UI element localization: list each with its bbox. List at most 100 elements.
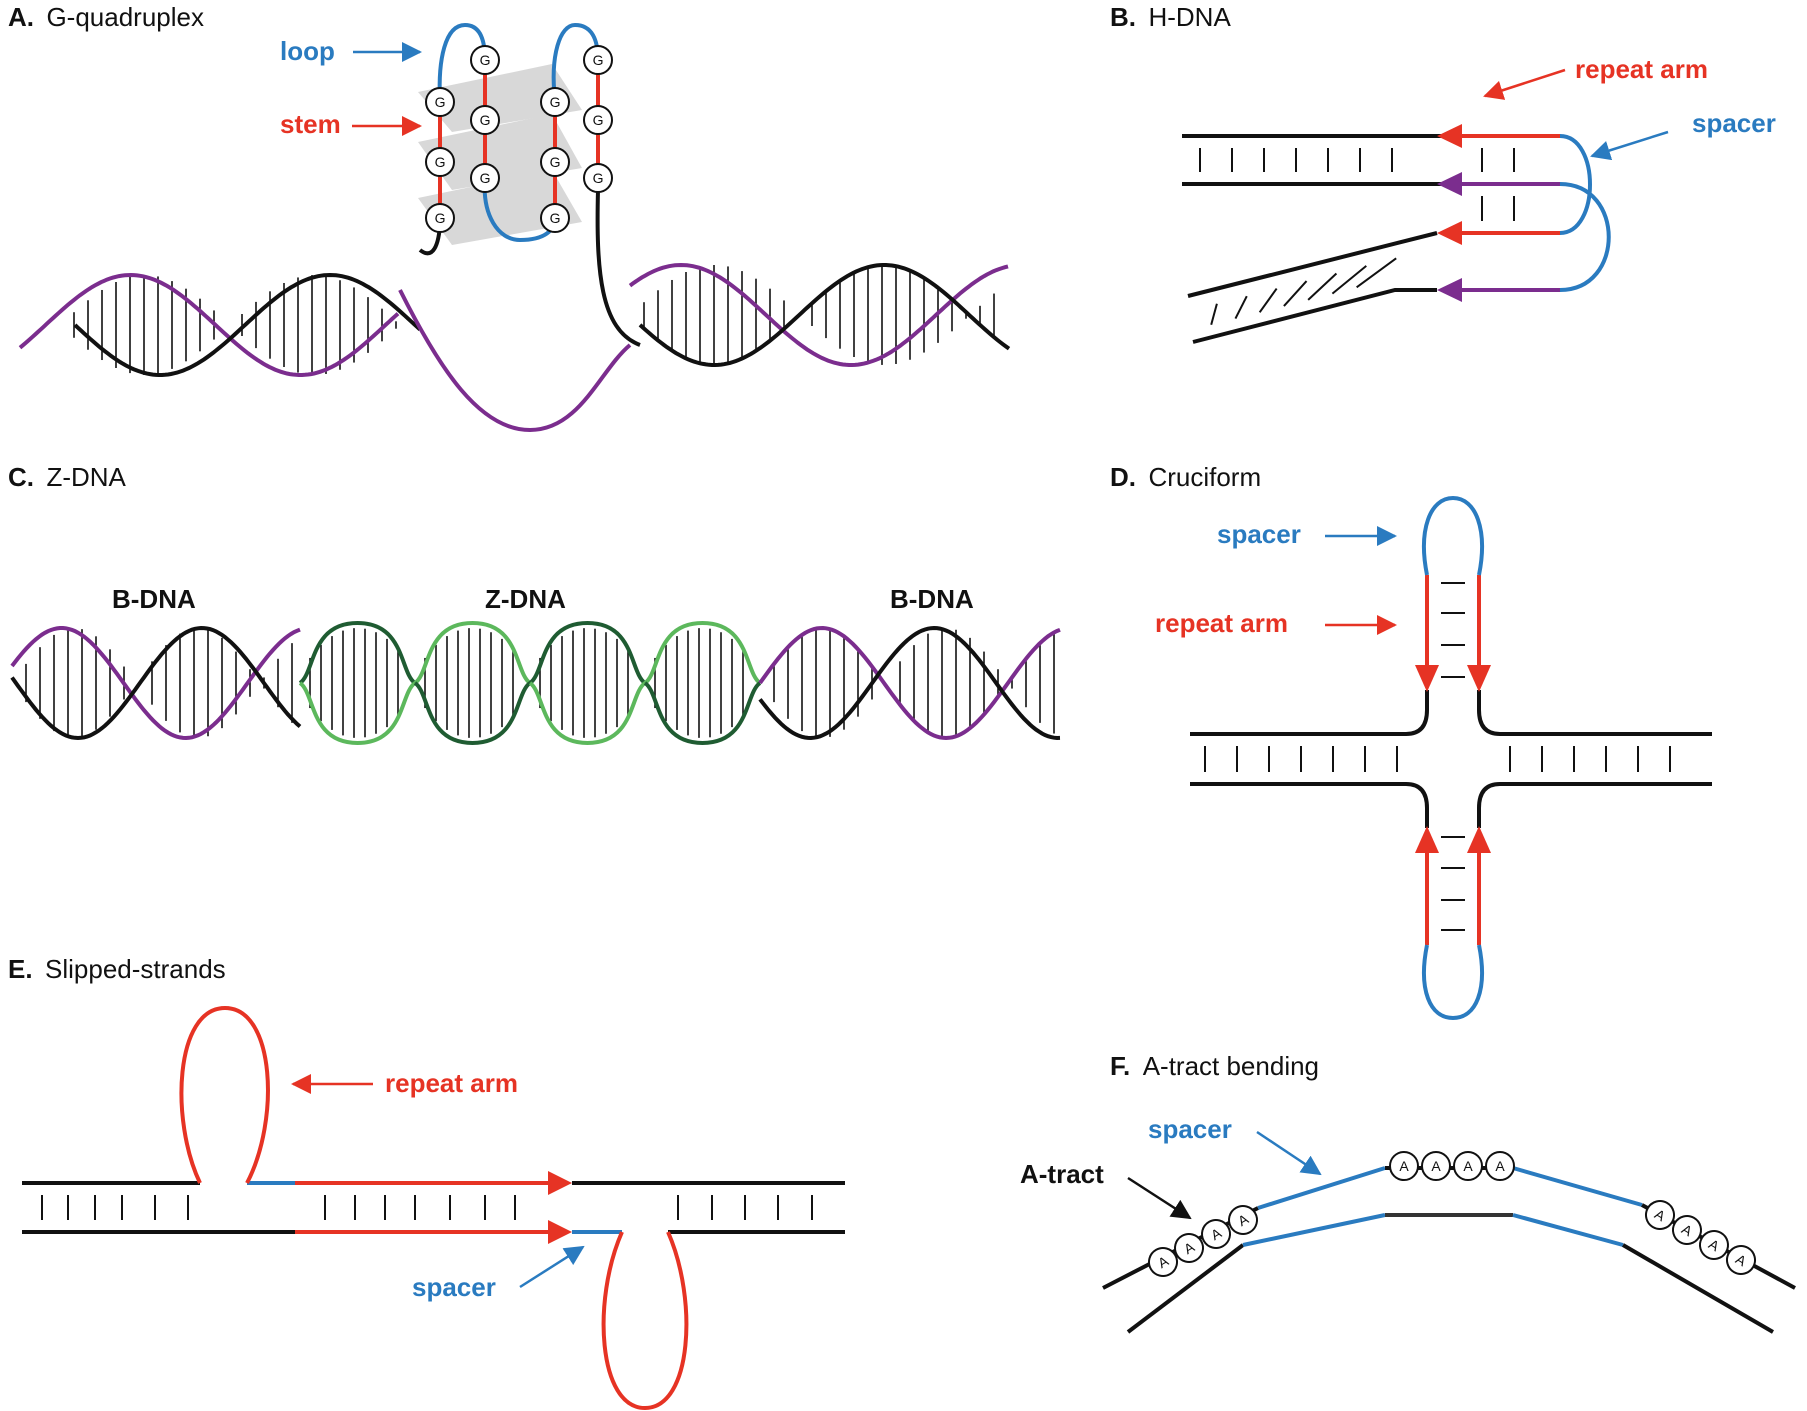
svg-text:G: G	[593, 170, 604, 186]
hdna-red-arrowhead-top	[1437, 124, 1462, 148]
panel-b-h-dna: B. H-DNA repeat arm spacer	[1110, 2, 1776, 344]
cruciform-bottom-spacer	[1422, 944, 1484, 1021]
panel-c-letter: C.	[8, 462, 34, 492]
svg-text:G: G	[550, 94, 561, 110]
atract-label: A-tract	[1020, 1159, 1104, 1189]
nucleotide-circle: G	[540, 203, 570, 233]
nucleotide-circle: A	[1726, 1245, 1756, 1275]
svg-text:A. G-quadruplex: A. G-quadruplex	[8, 2, 204, 32]
bdna-left-label: B-DNA	[112, 584, 196, 614]
helix-strand-black-right	[638, 263, 1011, 367]
atract-arrow	[1127, 1176, 1192, 1220]
bdna-right-label: B-DNA	[890, 584, 974, 614]
svg-text:G: G	[593, 52, 604, 68]
hdna-spacer-b	[1559, 182, 1611, 292]
svg-text:A: A	[1431, 1158, 1441, 1174]
svg-text:G: G	[550, 210, 561, 226]
panel-d-title: Cruciform	[1148, 462, 1261, 492]
hdna-purple-arrowhead-top	[1437, 172, 1462, 196]
svg-text:A: A	[1399, 1158, 1409, 1174]
svg-text:G: G	[550, 154, 561, 170]
slipped-spacer-arrow	[519, 1245, 585, 1289]
panel-d-cruciform: D. Cruciform spacer repeat arm	[1110, 462, 1712, 1021]
cruciform-repeat-arm-label: repeat arm	[1155, 608, 1288, 638]
panel-e-slipped-strands: E. Slipped-strands repeat arm spacer	[8, 954, 845, 1411]
bdna-right-strand-black	[758, 625, 1061, 741]
cruciform-spacer-label: spacer	[1217, 519, 1301, 549]
base-pair-rung	[1283, 280, 1308, 307]
nucleotide-circle: A	[1201, 1219, 1231, 1249]
panel-e-title: Slipped-strands	[45, 954, 226, 984]
svg-text:G: G	[480, 52, 491, 68]
zdna-lobe-bottom	[643, 681, 762, 746]
helix-strand-purple-dip	[398, 289, 632, 433]
zdna-lobe-top	[643, 620, 762, 685]
base-pair-rung	[1307, 272, 1338, 301]
slipped-base-pairs	[41, 1195, 813, 1220]
svg-text:E. Slipped-strands: E. Slipped-strands	[8, 954, 226, 984]
base-pair-rung	[1210, 303, 1218, 326]
slipped-top-loop	[179, 1005, 270, 1184]
panel-f-title: A-tract bending	[1143, 1051, 1319, 1081]
quadruplex-exit-strand	[595, 189, 641, 347]
slipped-spacer-label: spacer	[412, 1272, 496, 1302]
svg-text:G: G	[435, 210, 446, 226]
nucleotide-circle: A	[1389, 1151, 1419, 1181]
bdna-left-strand-purple	[10, 626, 301, 741]
hdna-spacer-arrow	[1590, 130, 1669, 161]
hdna-spacer-a	[1559, 134, 1592, 235]
nucleotide-circle: G	[470, 45, 500, 75]
svg-text:A: A	[1463, 1158, 1473, 1174]
base-pair-rung	[1234, 295, 1248, 320]
base-pair-rung	[1258, 287, 1278, 313]
panel-c-helix	[10, 620, 1061, 746]
svg-text:G: G	[593, 112, 604, 128]
nucleotide-circle: A	[1672, 1215, 1702, 1245]
panel-c-title: Z-DNA	[46, 462, 126, 492]
hdna-spacer-label: spacer	[1692, 108, 1776, 138]
panel-b-letter: B.	[1110, 2, 1136, 32]
zdna-lobe-top	[413, 620, 532, 685]
nucleotide-circle: G	[540, 87, 570, 117]
nucleotide-circle: A	[1485, 1151, 1515, 1181]
slipped-bottom-loop	[601, 1231, 689, 1411]
cruciform-base-pairs	[1204, 746, 1671, 772]
bdna-right-strand-purple	[758, 625, 1061, 741]
svg-text:G: G	[480, 112, 491, 128]
nucleotide-circle: G	[583, 105, 613, 135]
zdna-label: Z-DNA	[485, 584, 566, 614]
atract-spacer-label: spacer	[1148, 1114, 1232, 1144]
svg-text:C. Z-DNA: C. Z-DNA	[8, 462, 127, 492]
base-pair-rung	[1356, 257, 1397, 289]
helix-strand-purple-right	[628, 262, 1009, 367]
atract-spacer-arrow	[1256, 1130, 1322, 1176]
svg-text:A: A	[1495, 1158, 1505, 1174]
helix-strand-black-left	[73, 272, 422, 377]
panel-b-title: H-DNA	[1148, 2, 1231, 32]
panel-d-letter: D.	[1110, 462, 1136, 492]
svg-text:G: G	[435, 154, 446, 170]
nucleotide-circle: G	[583, 163, 613, 193]
nucleotide-circle: A	[1699, 1230, 1729, 1260]
panel-a-title: G-quadruplex	[46, 2, 204, 32]
svg-text:G: G	[435, 94, 446, 110]
loop-label: loop	[280, 36, 335, 66]
nucleotide-circle: A	[1645, 1200, 1675, 1230]
nucleotide-circle: A	[1228, 1205, 1258, 1235]
bdna-left-strand-black	[10, 625, 302, 741]
hdna-slanted-base-pairs	[1210, 257, 1397, 326]
nucleotide-circle: G	[425, 87, 455, 117]
panel-e-letter: E.	[8, 954, 33, 984]
nucleotide-circle: G	[425, 147, 455, 177]
nucleotide-circle: A	[1148, 1247, 1178, 1277]
zdna-lobe-bottom	[413, 681, 532, 746]
stem-label: stem	[280, 109, 341, 139]
base-pair-rung	[1331, 265, 1367, 295]
panel-c-z-dna: C. Z-DNA B-DNA Z-DNA B-DNA	[8, 462, 1061, 746]
nucleotide-circle: A	[1421, 1151, 1451, 1181]
